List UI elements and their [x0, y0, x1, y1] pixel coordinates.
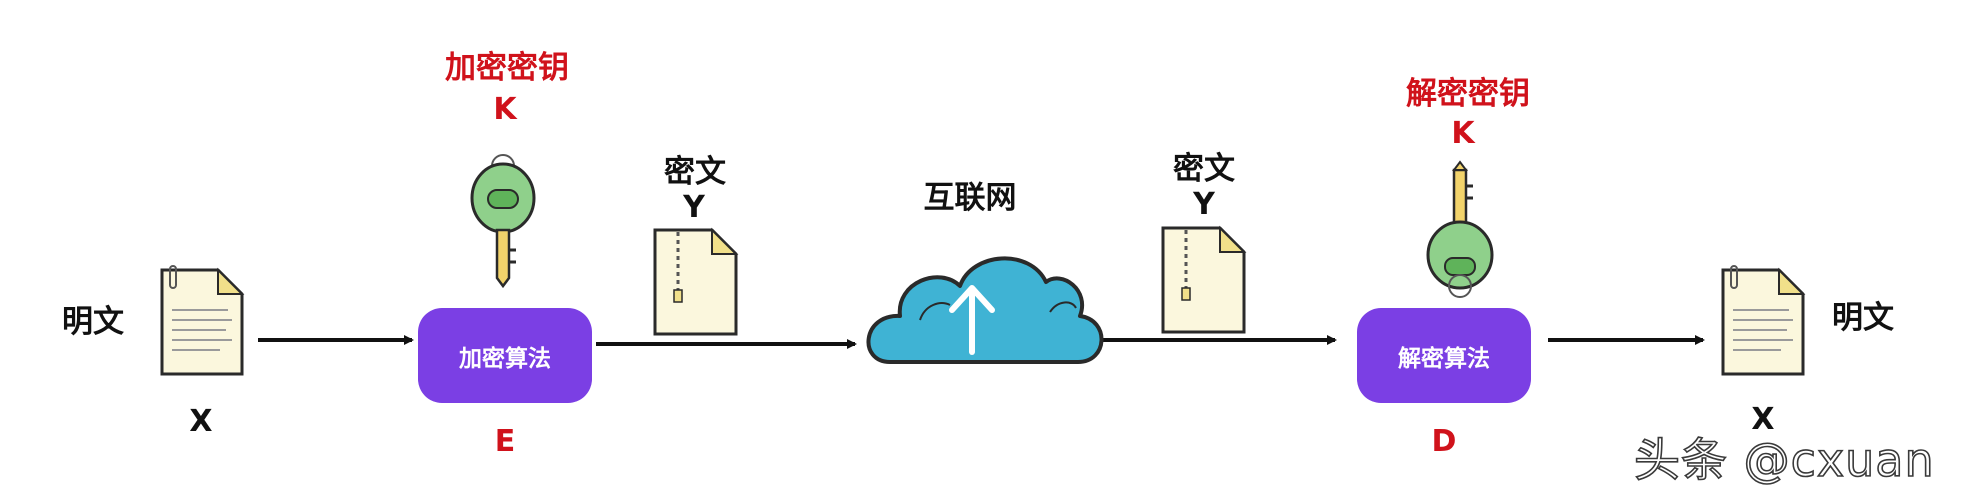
internet-label: 互联网 — [923, 180, 1017, 216]
plaintext-label-right: 明文 — [1832, 300, 1894, 336]
decryption-algorithm-box: 解密算法 — [1357, 308, 1531, 403]
decryption-key-title: 解密密钥 — [1406, 76, 1530, 112]
watermark-text: 头条 @cxuan — [1633, 432, 1935, 488]
ciphertext-document-icon — [1161, 225, 1247, 334]
plaintext-symbol-right: X — [1751, 402, 1775, 437]
plaintext-document-icon — [160, 265, 245, 376]
ciphertext-label-left: 密文 — [664, 154, 726, 190]
plaintext-document-icon — [1721, 265, 1806, 376]
encryption-algorithm-label: 加密算法 — [459, 345, 551, 372]
plaintext-label-left: 明文 — [62, 304, 124, 340]
ciphertext-symbol-right: Y — [1193, 187, 1215, 222]
ciphertext-document-icon — [653, 227, 739, 336]
decryption-key-symbol: K — [1451, 116, 1475, 151]
internet-cloud-icon — [866, 256, 1104, 364]
encryption-algorithm-symbol: E — [494, 424, 516, 459]
plaintext-symbol-left: X — [189, 404, 213, 439]
decryption-key-icon — [1426, 160, 1494, 298]
encryption-key-icon — [470, 154, 536, 289]
encryption-key-symbol: K — [493, 92, 517, 127]
encryption-algorithm-box: 加密算法 — [418, 308, 592, 403]
decryption-algorithm-label: 解密算法 — [1398, 345, 1490, 372]
ciphertext-symbol-left: Y — [683, 190, 705, 225]
encryption-key-title: 加密密钥 — [445, 50, 569, 86]
ciphertext-label-right: 密文 — [1173, 151, 1235, 187]
decryption-algorithm-symbol: D — [1431, 424, 1457, 459]
